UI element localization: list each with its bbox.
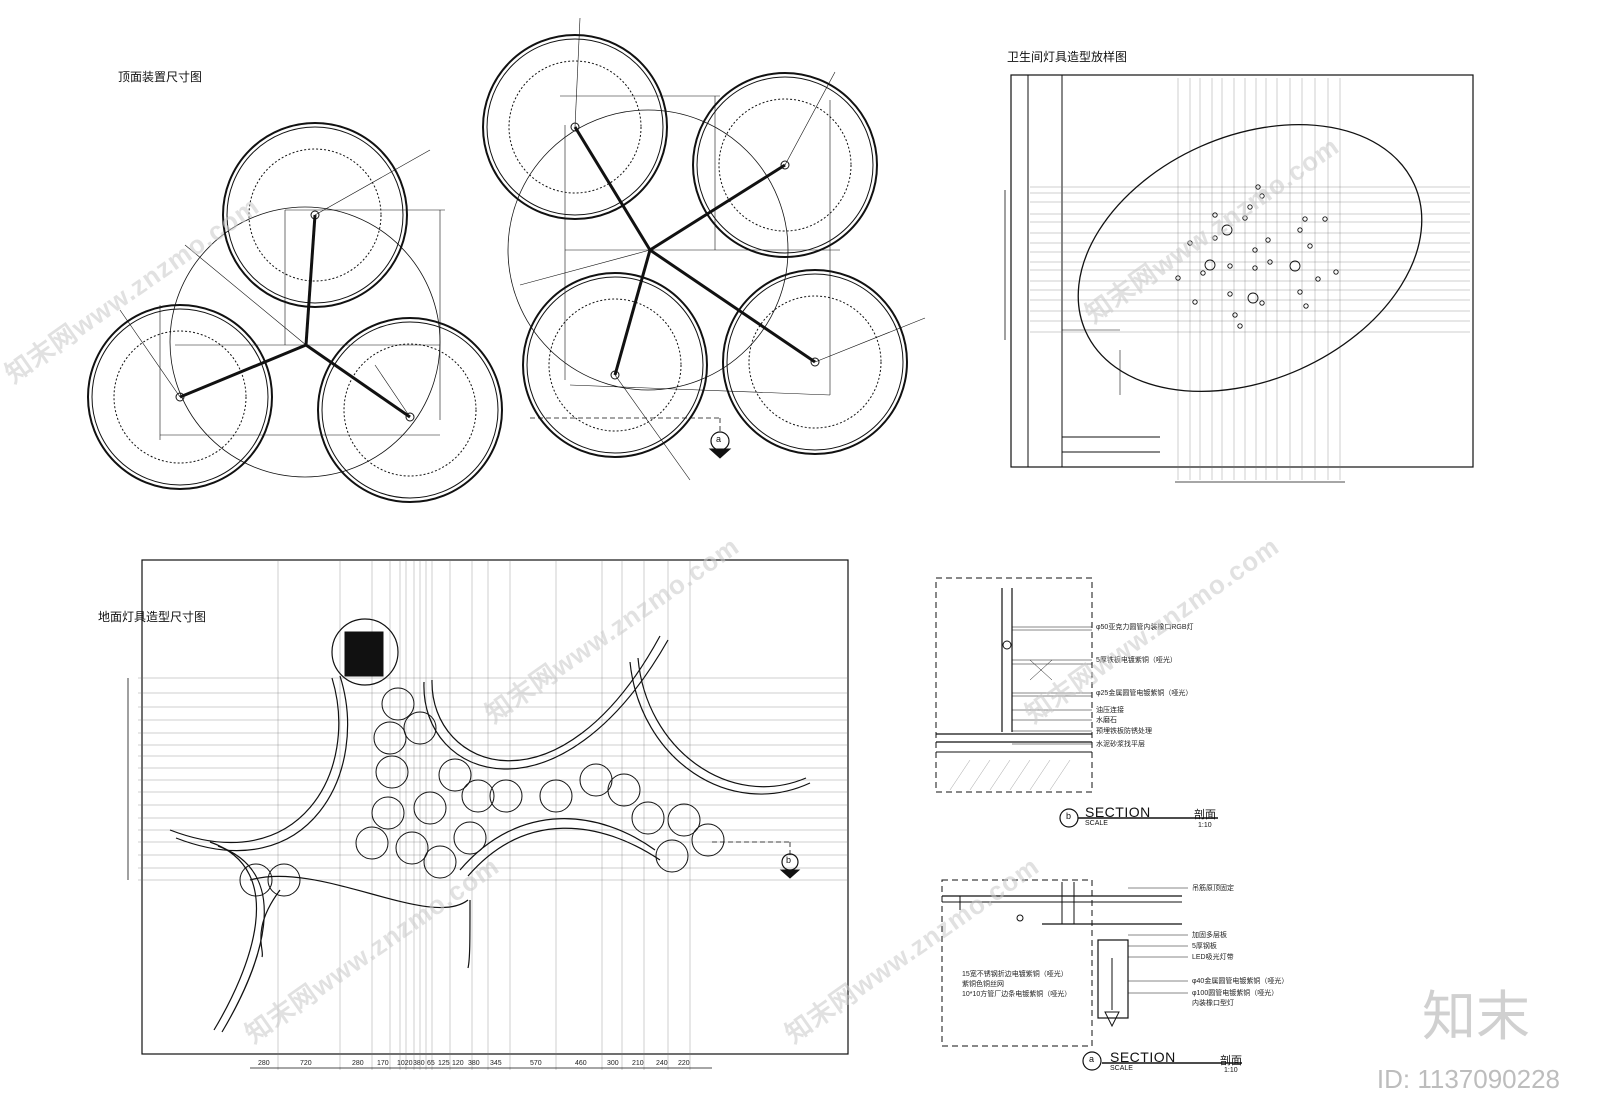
section-b-cn: 剖面 xyxy=(1194,809,1216,821)
section-b-note: 预埋铁板防锈处理 xyxy=(1096,728,1152,735)
dim-label: 720 xyxy=(300,1060,312,1067)
section-a-marker: a xyxy=(1089,1054,1095,1064)
section-b-marker: b xyxy=(1066,811,1072,821)
section-b-note: 5厚铁板电镀紫铜（哑光） xyxy=(1096,657,1177,664)
section-a-cn: 剖面 xyxy=(1220,1055,1242,1067)
dim-label: 460 xyxy=(575,1060,587,1067)
dim-label: 210 xyxy=(632,1060,644,1067)
bathroom-layout xyxy=(1004,74,1474,483)
section-a-left-note: 紫铜色铜丝网 xyxy=(962,981,1004,988)
section-a-note: 吊筋原顶固定 xyxy=(1192,885,1234,892)
floor-title: 地面灯具造型尺寸图 xyxy=(98,610,207,624)
section-a-note: 5厚钢板 xyxy=(1192,943,1217,950)
ceiling-section-marker: a xyxy=(716,434,722,444)
section-b-note: φ25金属圆管电镀紫铜（哑光） xyxy=(1096,690,1193,697)
dim-label: 280 xyxy=(258,1060,270,1067)
dim-label: 220 xyxy=(678,1060,690,1067)
floor-section-marker: b xyxy=(786,855,792,865)
section-a-title: SECTION xyxy=(1110,1049,1176,1065)
dim-label: 1020 xyxy=(397,1060,413,1067)
section-b-note: 水泥砂浆找平层 xyxy=(1096,741,1145,748)
dim-label: 125 xyxy=(438,1060,450,1067)
bathroom-title: 卫生间灯具造型放样图 xyxy=(1007,50,1128,64)
section-b-note: 油压连接 xyxy=(1096,707,1124,714)
dim-label: 280 xyxy=(352,1060,364,1067)
dim-label: 345 xyxy=(490,1060,502,1067)
dim-label: 240 xyxy=(656,1060,668,1067)
dim-label: 300 xyxy=(607,1060,619,1067)
section-b-scale-word: SCALE xyxy=(1085,820,1108,827)
section-a-note: φ40金属圆管电镀紫铜（哑光） xyxy=(1192,978,1289,985)
image-id: ID: 1137090228 xyxy=(1376,1064,1560,1094)
dim-label: 380 xyxy=(468,1060,480,1067)
dim-label: 380 xyxy=(413,1060,425,1067)
ceiling-plan-left xyxy=(87,122,503,503)
section-b-note: φ50亚克力圆管内装橡口RGB灯 xyxy=(1096,624,1194,631)
section-a-left-note: 10*10方管厂边条电镀紫铜（哑光） xyxy=(962,991,1072,998)
dim-label: 65 xyxy=(427,1060,435,1067)
dim-label: 120 xyxy=(452,1060,464,1067)
section-a-scale-word: SCALE xyxy=(1110,1065,1133,1072)
section-a-drawing xyxy=(941,879,1242,1071)
section-a-note: φ100圆管电镀紫铜（哑光） xyxy=(1192,990,1279,997)
section-b-drawing xyxy=(935,577,1218,828)
ceiling-title: 顶面装置尺寸图 xyxy=(118,70,203,84)
ceiling-plan-middle xyxy=(482,17,926,481)
section-a-left-note: 15宽不锈钢折边电镀紫铜（哑光） xyxy=(962,971,1068,978)
section-a-note: LED吸光灯带 xyxy=(1192,954,1234,961)
floor-layout xyxy=(127,559,849,1070)
section-b-note: 水磨石 xyxy=(1096,717,1117,724)
section-a-ratio: 1:10 xyxy=(1224,1067,1238,1074)
section-a-note: 加固多层板 xyxy=(1192,932,1227,939)
dim-label: 170 xyxy=(377,1060,389,1067)
section-b-ratio: 1:10 xyxy=(1198,822,1212,829)
dim-label: 570 xyxy=(530,1060,542,1067)
section-b-title: SECTION xyxy=(1085,804,1151,820)
brand-logo: 知末 xyxy=(1422,985,1530,1048)
section-a-note: 内装橡口型灯 xyxy=(1192,1000,1234,1007)
